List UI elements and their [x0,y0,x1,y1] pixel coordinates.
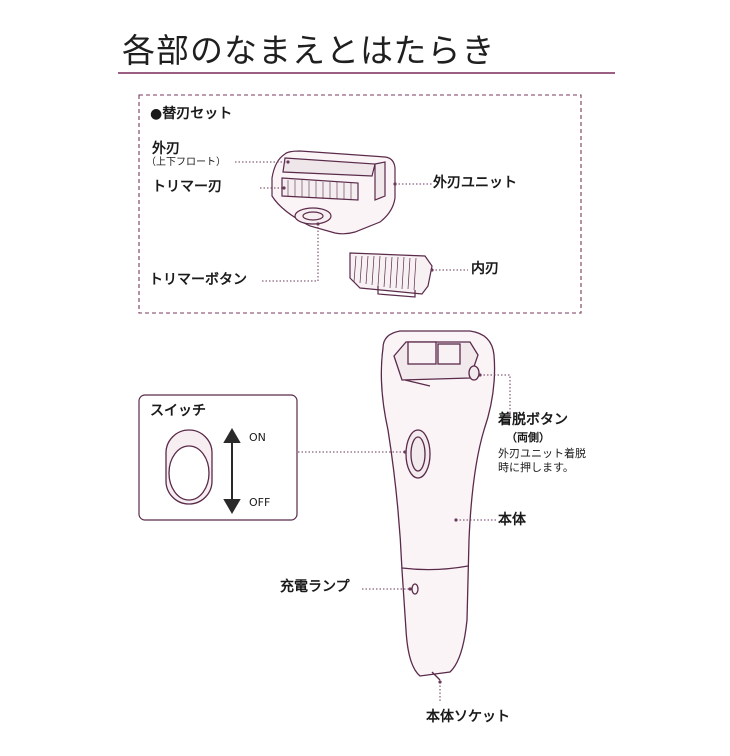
charge-lamp-label: 充電ランプ [280,579,350,595]
replacement-set-heading: ●替刃セット [150,106,233,122]
switch-drawing [165,429,213,505]
shaver-body-drawing [380,330,496,681]
switch-on-label: ON [249,431,266,444]
release-note-line-2: 時に押します。 [498,461,574,474]
release-note-line-1: 外刃ユニット着脱 [498,447,586,460]
switch-off-label: OFF [249,496,271,509]
inner-blade-label: 内刃 [471,261,499,277]
outer-blade-label: 外刃 [152,141,180,157]
switch-heading: スイッチ [150,403,206,419]
trimmer-blade-label: トリマー刃 [152,179,222,195]
trimmer-button-label: トリマーボタン [149,272,247,288]
release-button-sub-label: （両側） [506,431,550,444]
outer-blade-unit-drawing [271,150,396,235]
page-title: 各部のなまえとはたらき [122,31,496,70]
replacement-set-box [138,94,582,314]
leader-lines [235,161,511,703]
body-socket-label: 本体ソケット [426,709,510,725]
release-button-label: 着脱ボタン [498,412,568,428]
switch-arrow [223,428,241,514]
outer-blade-unit-label: 外刃ユニット [433,175,517,191]
inner-blade-drawing [349,252,433,298]
leader-dots [282,160,482,684]
main-body-label: 本体 [498,512,526,528]
outer-blade-sub-label: （上下フロート） [146,157,226,168]
